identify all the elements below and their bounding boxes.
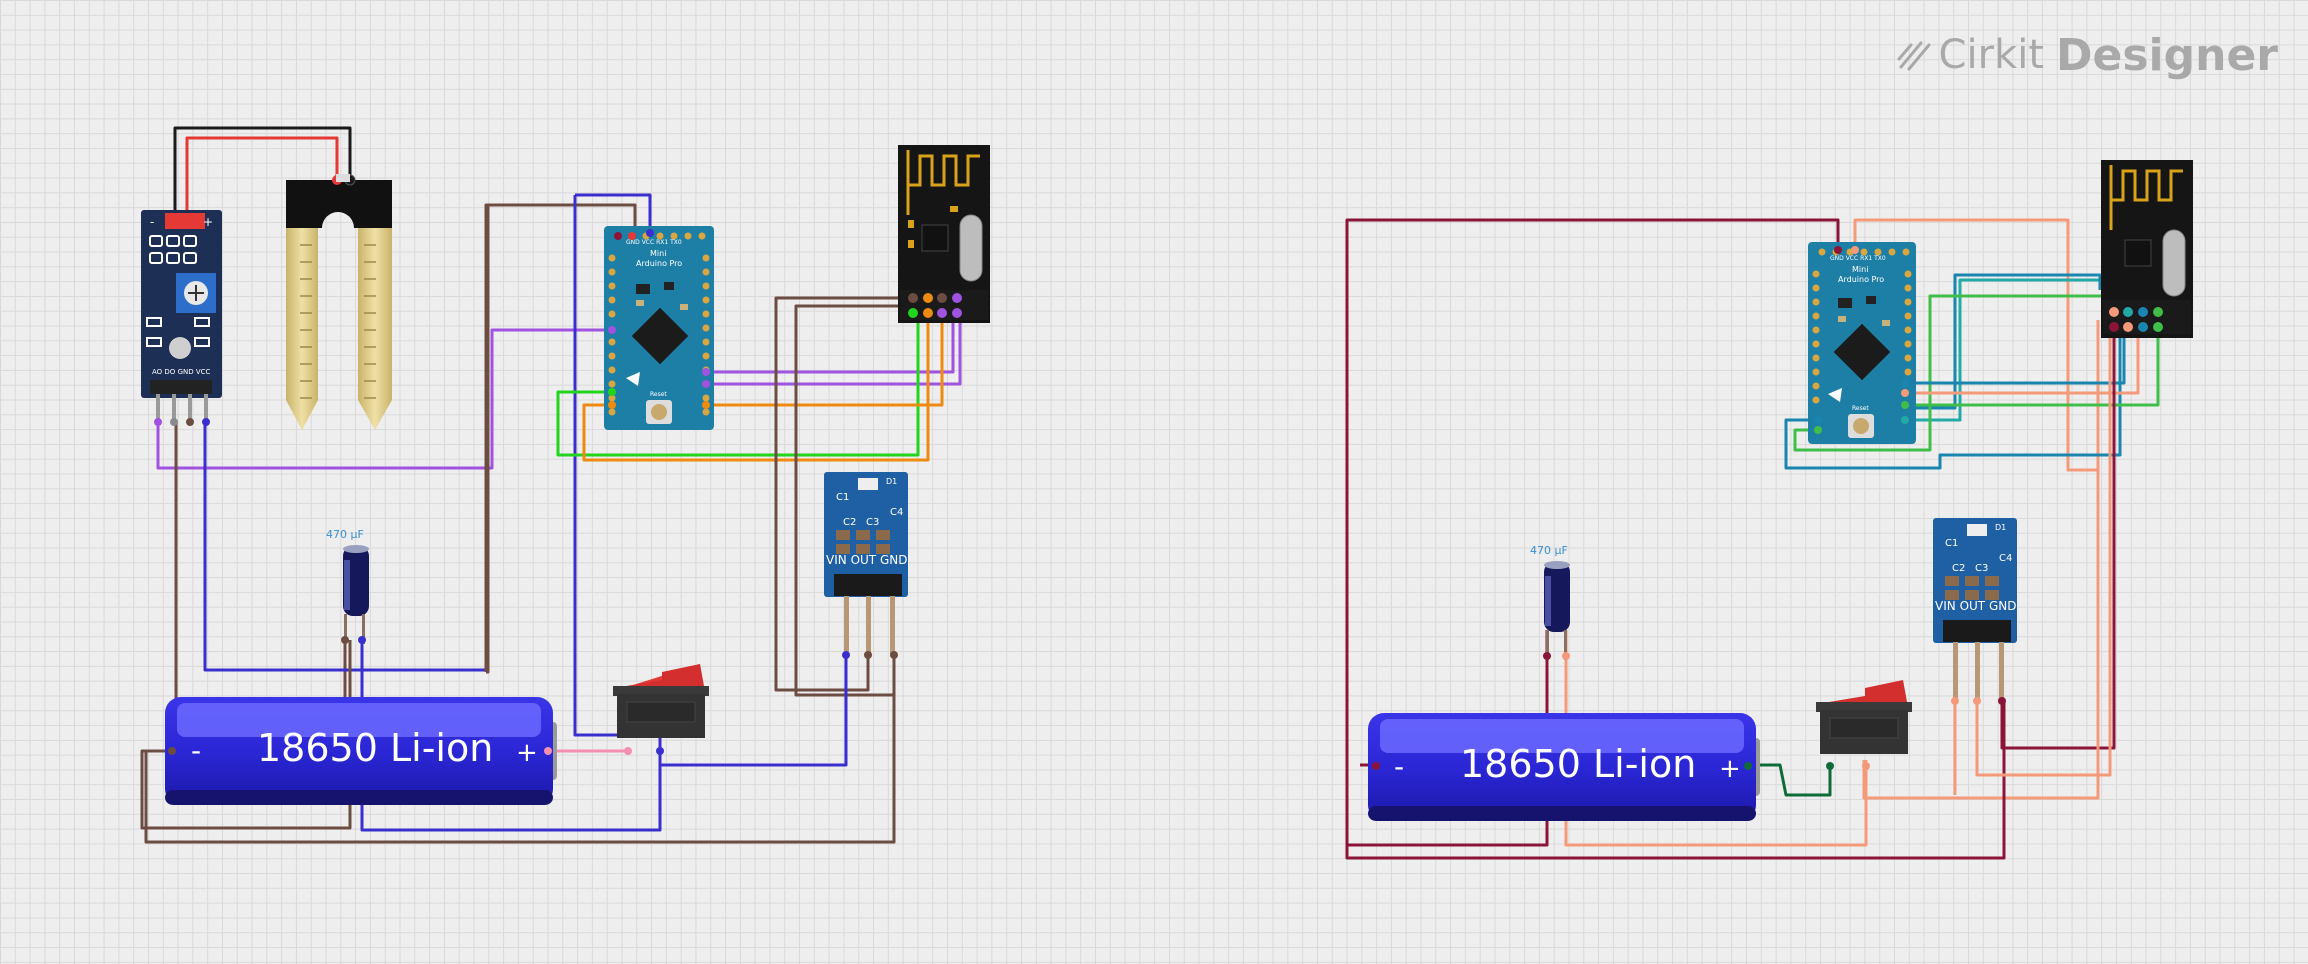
battery-label: 18650 Li-ion [257,726,493,770]
wire [1793,294,2115,452]
reg-pins: VIN OUT GND [826,553,907,567]
sensor-pin-labels: AO DO GND VCC [152,368,211,376]
arduino-reset: Reset [650,391,667,398]
reg-cap: C4 [1999,553,2012,564]
voltage-regulator[interactable]: C1 C4 D1 C2 C3 VIN OUT GND [824,472,908,659]
reg-diode: D1 [1995,523,2006,532]
wire [1347,630,1549,847]
arduino-pro-mini-2[interactable]: GND VCC RX1 TX0 Mini Arduino Pro Reset [1808,242,1916,444]
wire [712,312,955,374]
arduino-top-pins: GND VCC RX1 TX0 [626,239,682,246]
rocker-switch[interactable] [613,664,709,755]
battery-label: 18650 Li-ion [1460,742,1696,786]
reg-cap: C3 [1975,563,1988,574]
reg-cap: C2 [1952,563,1965,574]
arduino-name-1: Mini [650,249,666,258]
right-wires [1345,218,2160,860]
wire [173,126,352,220]
battery-minus: - [191,734,201,767]
capacitor-label: 470 µF [1530,544,1568,557]
battery-plus: + [516,738,538,768]
reg-cap: C1 [836,492,849,503]
arduino-reset: Reset [1852,405,1869,412]
brand-product: Designer [2056,29,2278,81]
wire [1905,278,2130,422]
battery-minus: - [1394,750,1404,783]
wire [486,203,635,674]
reg-diode: D1 [886,477,897,486]
plus-label: + [203,215,213,229]
wire [1905,320,2160,407]
soil-sensor-module[interactable]: - + AO DO GND VCC [141,210,222,426]
wire [1747,763,1832,797]
arduino-name-2: Arduino Pro [1838,275,1884,284]
arduino-name-2: Arduino Pro [636,259,682,268]
brand-name: Cirkit [1938,32,2044,78]
wire [1905,320,2140,395]
cirkit-designer-logo: Cirkit Designer [1895,28,2278,82]
reg-cap: C3 [866,517,879,528]
wire [185,136,339,220]
capacitor-2[interactable]: 470 µF [1530,544,1570,660]
reg-cap: C4 [890,507,903,518]
nrf24-module[interactable] [898,145,990,323]
wire [1853,218,2100,472]
wire [582,305,930,462]
capacitor-label: 470 µF [326,528,364,541]
voltage-regulator-2[interactable]: C1 C4 D1 C2 C3 VIN OUT GND [1933,518,2017,705]
battery-plus: + [1719,754,1741,784]
wire [156,328,612,470]
wire [1345,218,1840,765]
wire [1345,700,2006,860]
minus-label: - [150,215,154,229]
reg-cap: C1 [1945,538,1958,549]
battery-18650[interactable]: - 18650 Li-ion + [165,697,557,805]
wire [1905,273,2102,410]
nrf24-module-2[interactable] [2101,160,2193,338]
wire [1784,300,2122,470]
wire [1905,330,2126,385]
wire [2000,320,2116,750]
reg-cap: C2 [843,517,856,528]
wire [1862,470,2100,800]
wire [774,296,898,692]
reg-pins: VIN OUT GND [1935,599,2016,613]
capacitor[interactable]: 470 µF [326,528,369,644]
rocker-switch-2[interactable] [1816,680,1912,770]
wire [1975,330,2112,777]
arduino-top-pins: GND VCC RX1 TX0 [1830,255,1886,262]
arduino-name-1: Mini [1852,265,1868,274]
wire [712,305,944,407]
soil-probe[interactable] [286,174,392,430]
wire [575,193,652,233]
cirkit-logo-icon [1897,41,1931,71]
arduino-pro-mini[interactable]: GND VCC RX1 TX0 Mini Arduino Pro Reset [604,226,714,430]
battery-18650-2[interactable]: - 18650 Li-ion + [1368,713,1760,821]
